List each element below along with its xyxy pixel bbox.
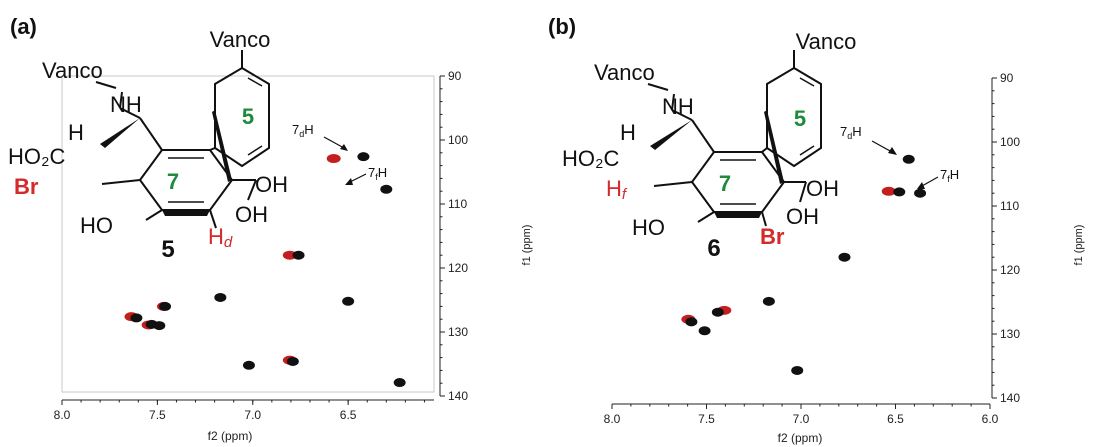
panel-a-ring-label-7: 7 — [167, 169, 179, 194]
panel-b-peak-red — [881, 186, 896, 196]
panel-b-peak-black — [711, 307, 724, 317]
panel-b-y-tick-label: 90 — [1000, 71, 1014, 85]
svg-text:Br: Br — [760, 224, 785, 249]
svg-text:7dH: 7dH — [840, 124, 862, 141]
svg-text:OH: OH — [255, 172, 288, 197]
panel-a-y-tick-label: 110 — [448, 197, 467, 211]
panel-a-ring-label-5: 5 — [242, 104, 254, 129]
panel-b-y-axis: 90 100 110 120 130 140 f1 (ppm) — [991, 71, 1085, 405]
panel-a-peaks — [124, 152, 406, 388]
svg-text:Vanco: Vanco — [594, 60, 655, 85]
panel-b-x-axis-label: f2 (ppm) — [778, 431, 823, 445]
panel-a-peak-black — [357, 152, 370, 162]
svg-text:7dH: 7dH — [292, 122, 314, 139]
svg-text:NH: NH — [110, 92, 142, 117]
panel-a-x-axis: 8.0 7.5 7.0 6.5 f2 (ppm) — [54, 399, 434, 443]
panel-a-label: (a) — [10, 14, 37, 39]
panel-a-y-tick-label: 120 — [448, 261, 468, 275]
svg-text:H: H — [620, 120, 636, 145]
panel-b-y-tick-label: 130 — [1000, 327, 1020, 341]
panel-b-x-axis: 8.0 7.5 7.0 6.5 6.0 f2 (ppm) — [604, 403, 999, 445]
panel-b-x-tick-label: 8.0 — [604, 412, 621, 426]
panel-a-compound-number: 5 — [161, 236, 174, 263]
panel-a-y-tick-label: 100 — [448, 133, 468, 147]
panel-b: (b) 8.0 7.5 7.0 6.5 6.0 f2 (ppm) 90 100 110 120… — [548, 14, 1085, 445]
svg-text:HO₂C: HO₂C — [562, 146, 620, 171]
svg-text:OH: OH — [806, 176, 839, 201]
panel-a-x-axis-label: f2 (ppm) — [208, 429, 253, 443]
panel-a-structure — [95, 50, 270, 229]
panel-a-y-tick-label: 130 — [448, 325, 468, 339]
panel-b-y-tick-label: 110 — [1000, 199, 1019, 213]
panel-a-peak-black — [153, 321, 166, 331]
panel-a-annotation-7d: 7dH — [292, 122, 348, 151]
panel-b-peak-black — [893, 187, 906, 197]
panel-a-peak-black — [292, 250, 305, 260]
panel-a-y-axis-label: f1 (ppm) — [521, 225, 533, 266]
svg-text:Vanco: Vanco — [210, 27, 271, 52]
panel-b-peak-black — [838, 252, 851, 262]
panel-b-y-tick-label: 120 — [1000, 263, 1020, 277]
panel-b-peak-black — [914, 188, 927, 198]
panel-b-peak-black — [902, 154, 915, 164]
svg-text:Br: Br — [14, 174, 39, 199]
panel-b-peak-black — [762, 296, 775, 306]
panel-b-ring-label-5: 5 — [794, 106, 806, 131]
panel-a-structure-labels: Vanco Vanco NH H HO₂C Br OH OH HO Hd 5 7… — [8, 27, 288, 263]
panel-b-y-tick-label: 100 — [1000, 135, 1020, 149]
svg-text:HO: HO — [80, 213, 113, 238]
svg-text:OH: OH — [786, 204, 819, 229]
panel-a: (a) 8.0 7.5 7.0 6.5 f2 (ppm) 90 100 110 120 130… — [8, 14, 533, 443]
panel-a-x-tick-label: 8.0 — [54, 408, 71, 422]
panel-a-peak-red — [326, 154, 341, 164]
svg-text:Vanco: Vanco — [42, 58, 103, 83]
panel-b-x-tick-label: 6.5 — [887, 412, 904, 426]
panel-a-peak-black — [159, 301, 172, 311]
panel-a-frame — [61, 75, 435, 393]
panel-a-annotation-7f: 7fH — [345, 165, 387, 185]
panel-a-peak-black — [242, 360, 255, 370]
panel-a-peak-black — [393, 378, 406, 388]
panel-a-peak-red — [282, 250, 297, 260]
panel-b-label: (b) — [548, 14, 576, 39]
svg-text:Vanco: Vanco — [796, 29, 857, 54]
panel-b-peak-black — [685, 317, 698, 327]
svg-text:Hf: Hf — [606, 176, 628, 203]
svg-text:7fH: 7fH — [368, 165, 387, 182]
panel-b-annotation-7f: 7fH — [917, 167, 959, 189]
svg-text:Hd: Hd — [208, 224, 233, 251]
panel-b-structure-labels: Vanco Vanco NH H HO₂C Hf OH OH HO Br 6 7… — [562, 29, 856, 262]
panel-b-peak-black — [698, 326, 711, 336]
panel-a-y-axis: 90 100 110 120 130 140 f1 (ppm) — [439, 69, 533, 403]
panel-a-x-tick-label: 7.5 — [149, 408, 166, 422]
svg-text:NH: NH — [662, 94, 694, 119]
svg-text:H: H — [68, 120, 84, 145]
panel-a-x-tick-label: 6.5 — [340, 408, 357, 422]
panel-b-y-axis-label: f1 (ppm) — [1073, 225, 1085, 266]
panel-b-peak-black — [791, 365, 804, 375]
panel-b-x-tick-label: 6.0 — [982, 412, 999, 426]
svg-text:HO₂C: HO₂C — [8, 144, 66, 169]
panel-a-y-tick-label: 140 — [448, 389, 468, 403]
svg-text:HO: HO — [632, 215, 665, 240]
panel-a-x-tick-label: 7.0 — [244, 408, 261, 422]
svg-text:OH: OH — [235, 202, 268, 227]
panel-a-peak-black — [342, 296, 355, 306]
panel-b-annotation-7d: 7dH — [840, 124, 897, 155]
panel-b-ring-label-7: 7 — [719, 171, 731, 196]
panel-b-y-tick-label: 140 — [1000, 391, 1020, 405]
svg-text:7fH: 7fH — [940, 167, 959, 184]
panel-b-x-tick-label: 7.0 — [793, 412, 810, 426]
panel-a-peak-black — [286, 356, 299, 366]
panel-a-peak-black — [380, 184, 393, 194]
panel-b-compound-number: 6 — [707, 235, 720, 262]
panel-a-peak-black — [214, 292, 227, 302]
panel-b-x-tick-label: 7.5 — [698, 412, 715, 426]
panel-a-peak-black — [130, 313, 143, 323]
panel-a-y-tick-label: 90 — [448, 69, 462, 83]
panel-b-peaks — [681, 154, 927, 375]
panel-b-structure — [647, 50, 822, 227]
